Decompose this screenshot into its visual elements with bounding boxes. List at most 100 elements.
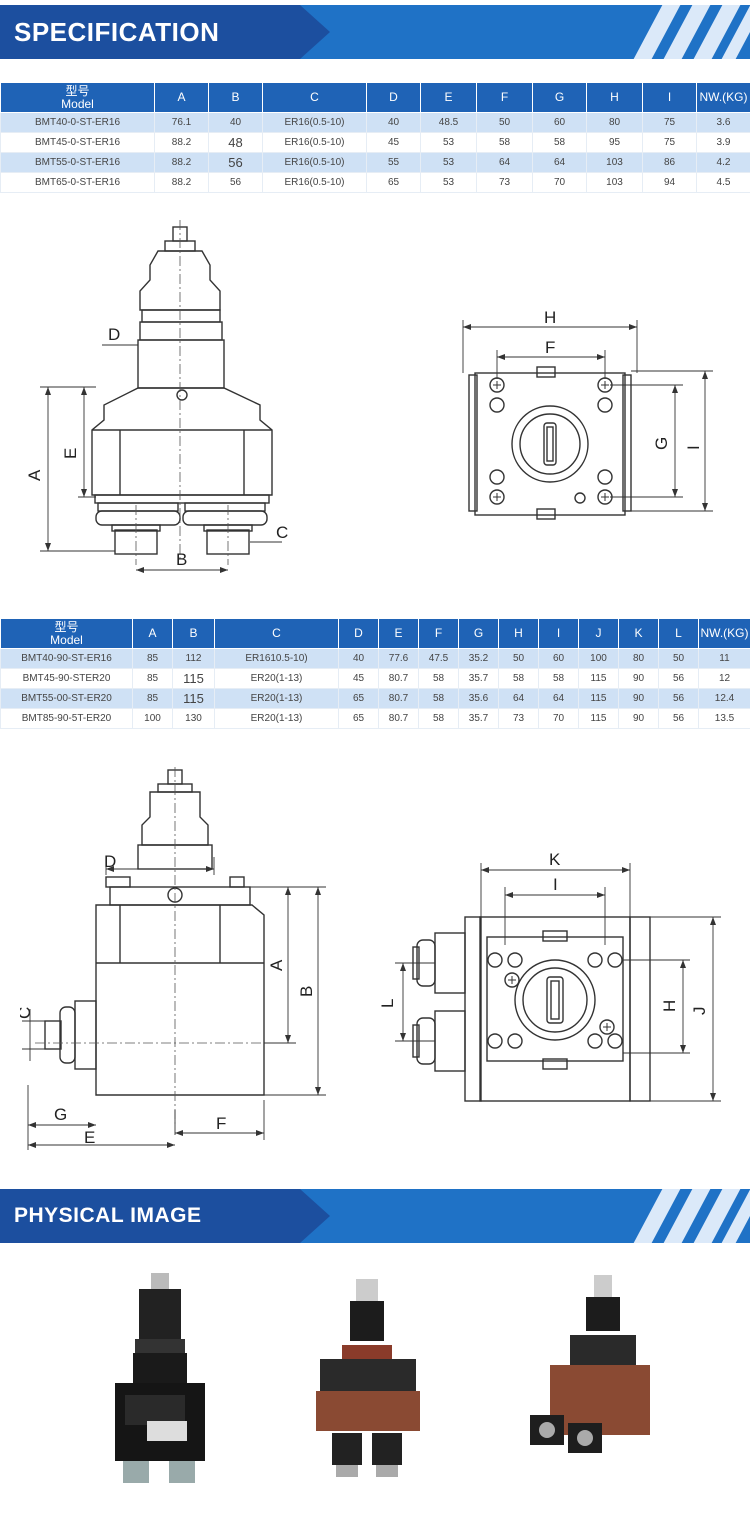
table1-header-i: I <box>642 82 697 113</box>
spec-cell: ER20(1-13) <box>214 688 339 709</box>
spec-cell: 130 <box>172 708 215 729</box>
table2-header-e: E <box>378 618 419 649</box>
spec-cell: 70 <box>532 172 587 193</box>
spec-cell: ER1610.5-10) <box>214 648 339 669</box>
table1-header-h: H <box>586 82 643 113</box>
drawing2-top-view: K I L H J <box>378 850 721 1102</box>
model-cell: BMT40-90-ST-ER16 <box>0 648 133 669</box>
physical-image-title: PHYSICAL IMAGE <box>14 1204 202 1227</box>
spec-cell: 47.5 <box>418 648 459 669</box>
spec-cell: 115 <box>172 668 215 689</box>
dim2-label-f: F <box>216 1114 226 1133</box>
spec-cell: 70 <box>538 708 579 729</box>
table2-header-i: I <box>538 618 579 649</box>
spec-cell: 3.6 <box>696 112 750 133</box>
spec-cell: 35.2 <box>458 648 499 669</box>
spec-cell: 53 <box>420 132 477 153</box>
spec-cell: 4.5 <box>696 172 750 193</box>
dim2-label-k: K <box>549 850 561 869</box>
spec-cell: 95 <box>586 132 643 153</box>
spec-cell: 50 <box>476 112 533 133</box>
dim2-label-j: J <box>690 1007 709 1016</box>
spec-cell: 48.5 <box>420 112 477 133</box>
spec-cell: 115 <box>578 688 619 709</box>
product-photo-brown-straight <box>316 1279 420 1477</box>
spec-cell: 80.7 <box>378 668 419 689</box>
spec-cell: 76.1 <box>154 112 209 133</box>
spec-cell: 85 <box>132 648 173 669</box>
spec-cell: 58 <box>476 132 533 153</box>
spec-cell: 40 <box>338 648 379 669</box>
spec-cell: 58 <box>418 668 459 689</box>
dim2-label-i: I <box>553 875 558 894</box>
model-cell: BMT65-0-ST-ER16 <box>0 172 155 193</box>
spec-cell: 75 <box>642 112 697 133</box>
dim2-label-l: L <box>378 999 397 1008</box>
spec-cell: 58 <box>532 132 587 153</box>
spec-cell: 112 <box>172 648 215 669</box>
table1-header-d: D <box>366 82 421 113</box>
spec-cell: 50 <box>658 648 699 669</box>
spec-cell: 65 <box>338 688 379 709</box>
dim-label-b: B <box>176 550 187 569</box>
spec-cell: 64 <box>498 688 539 709</box>
banner-stripes <box>630 1189 750 1243</box>
spec-cell: 56 <box>658 708 699 729</box>
drawing2-side-view: D A B C G E F <box>20 767 326 1150</box>
spec-cell: 12 <box>698 668 750 689</box>
spec-cell: 86 <box>642 152 697 173</box>
spec-cell: 100 <box>578 648 619 669</box>
model-en-label: Model <box>50 632 83 647</box>
spec-cell: 64 <box>476 152 533 173</box>
spec-cell: 115 <box>578 668 619 689</box>
table1-header-g: G <box>532 82 587 113</box>
spec-cell: 115 <box>578 708 619 729</box>
spec-cell: 60 <box>538 648 579 669</box>
spec-cell: 56 <box>208 172 263 193</box>
spec-cell: 88.2 <box>154 152 209 173</box>
table2-header-d: D <box>338 618 379 649</box>
spec-cell: 45 <box>338 668 379 689</box>
spec-cell: 3.9 <box>696 132 750 153</box>
dim2-label-c: C <box>20 1007 34 1019</box>
spec-cell: 85 <box>132 668 173 689</box>
model-cell: BMT85-90-5T-ER20 <box>0 708 133 729</box>
model-cn-label: 型号 <box>65 83 90 98</box>
spec-cell: 11 <box>698 648 750 669</box>
table1-header-b: B <box>208 82 263 113</box>
drawing1-side-view: D E A C B <box>25 220 288 573</box>
spec-cell: 58 <box>498 668 539 689</box>
spec-cell: ER20(1-13) <box>214 668 339 689</box>
table1-header-nw-kg: NW.(KG) <box>696 82 750 113</box>
product-photo-black <box>115 1273 205 1483</box>
spec-cell: 12.4 <box>698 688 750 709</box>
spec-cell: 35.6 <box>458 688 499 709</box>
spec-cell: ER20(1-13) <box>214 708 339 729</box>
table1-model-header: 型号 Model <box>0 82 155 113</box>
dim2-label-e: E <box>84 1128 95 1147</box>
table2-header-b: B <box>172 618 215 649</box>
spec-cell: 73 <box>498 708 539 729</box>
model-cell: BMT45-90-STER20 <box>0 668 133 689</box>
dim-label-c: C <box>276 523 288 542</box>
table2-header-f: F <box>418 618 459 649</box>
spec-cell: 58 <box>418 688 459 709</box>
spec-cell: 88.2 <box>154 172 209 193</box>
spec-cell: 4.2 <box>696 152 750 173</box>
model-cell: BMT40-0-ST-ER16 <box>0 112 155 133</box>
table1-header-e: E <box>420 82 477 113</box>
specification-banner: SPECIFICATION <box>0 5 750 59</box>
spec-cell: ER16(0.5-10) <box>262 112 367 133</box>
spec-cell: 80 <box>618 648 659 669</box>
spec-cell: 80 <box>586 112 643 133</box>
spec-cell: 75 <box>642 132 697 153</box>
spec-cell: 64 <box>538 688 579 709</box>
specification-title: SPECIFICATION <box>14 17 220 47</box>
